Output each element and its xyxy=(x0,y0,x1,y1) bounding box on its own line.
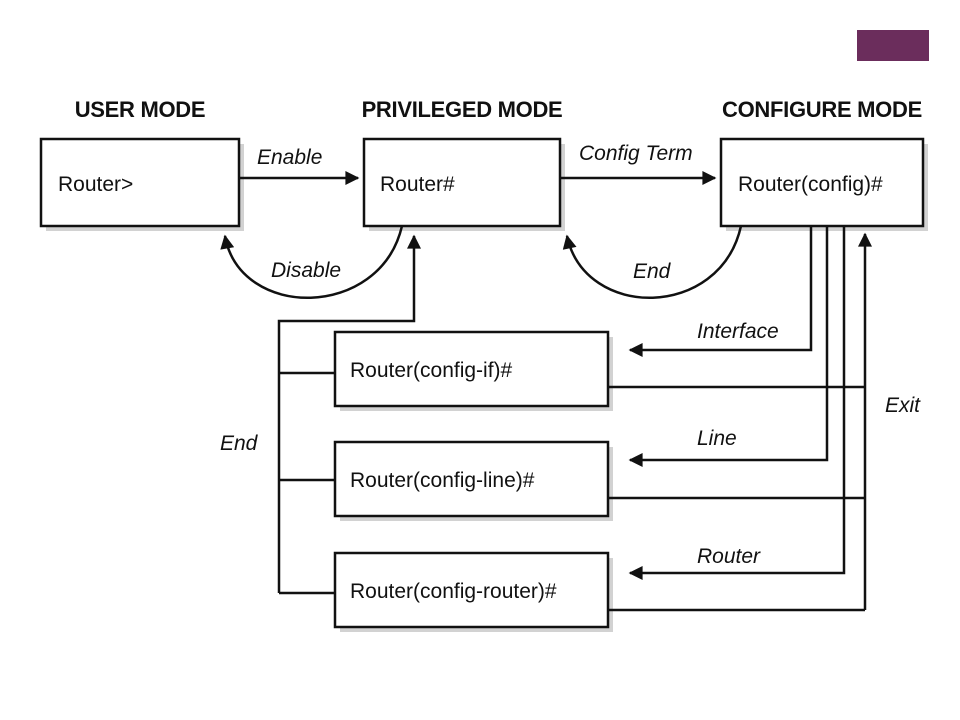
config-router-prompt: Router(config-router)# xyxy=(350,580,557,603)
end-left-label: End xyxy=(220,432,259,455)
user-mode-prompt: Router> xyxy=(58,173,133,196)
router-arrow xyxy=(628,226,846,580)
disable-label: Disable xyxy=(271,259,341,282)
router-label: Router xyxy=(697,545,761,568)
interface-label: Interface xyxy=(697,320,779,343)
configure-mode-title: CONFIGURE MODE xyxy=(722,97,922,122)
config-line-prompt: Router(config-line)# xyxy=(350,469,535,492)
privileged-mode-prompt: Router# xyxy=(380,173,455,196)
end-top-arrow xyxy=(562,225,743,299)
end-left-arrow xyxy=(277,234,421,593)
end-top-label: End xyxy=(633,260,672,283)
enable-label: Enable xyxy=(257,146,322,169)
user-mode-title: USER MODE xyxy=(75,97,206,122)
config-line-box xyxy=(333,440,610,518)
config-term-label: Config Term xyxy=(579,142,693,165)
accent-block xyxy=(857,30,929,61)
config-router-box xyxy=(333,551,610,629)
interface-arrow xyxy=(628,226,813,357)
config-if-box xyxy=(333,330,610,408)
configure-mode-prompt: Router(config)# xyxy=(738,173,883,196)
line-arrow xyxy=(628,226,829,467)
line-label: Line xyxy=(697,427,737,450)
config-if-prompt: Router(config-if)# xyxy=(350,359,513,382)
disable-arrow xyxy=(220,225,404,299)
privileged-mode-title: PRIVILEGED MODE xyxy=(362,97,563,122)
privileged-mode-box xyxy=(362,137,562,228)
user-mode-box xyxy=(39,137,241,228)
exit-label: Exit xyxy=(885,394,921,417)
configure-mode-box xyxy=(719,137,925,228)
